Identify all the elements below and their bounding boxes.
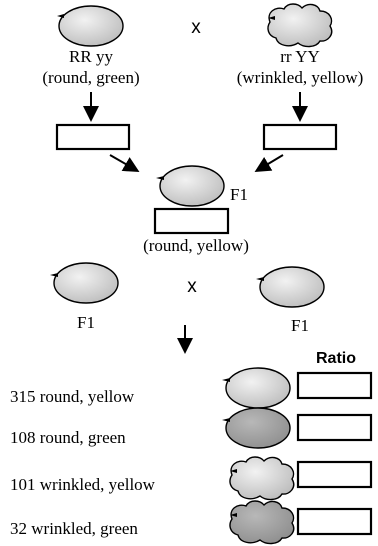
seed-hilum-icon [268,16,275,20]
f1-phenotype: (round, yellow) [143,236,249,255]
f1-cross-left-label: F1 [77,313,95,332]
parent-right-seed [267,3,333,48]
parent-left-genotype: RR yy [69,47,113,66]
gamete-box-right[interactable] [262,123,338,151]
seed-hilum-icon [222,378,230,382]
seed-hilum-icon [50,273,58,277]
parent-right-genotype: rr YY [280,47,320,66]
parent-left-seed [57,5,124,47]
f2-row-2-ratio-box[interactable] [296,413,373,442]
parent-right-phenotype: (wrinkled, yellow) [237,68,364,87]
seed-hilum-icon [57,14,64,18]
parent-cross-symbol: x [191,17,201,38]
f1-cross-right-label: F1 [291,316,309,335]
f2-row-2-seed [222,407,291,449]
f1-seed [156,165,225,207]
f1-cross-left-seed [50,262,119,304]
parent-left-phenotype: (round, green) [42,68,139,87]
seed-hilum-icon [230,469,237,473]
f2-row-2-text: 108 round, green [10,428,126,447]
f1-cross-symbol: x [187,276,197,297]
seed-hilum-icon [256,277,264,281]
seed-hilum-icon [156,176,164,180]
seed-hilum-icon [222,418,230,422]
ratio-header: Ratio [316,350,356,367]
f1-label: F1 [230,185,248,204]
f2-row-1-text: 315 round, yellow [10,387,135,406]
gamete-box-left[interactable] [55,123,131,151]
f2-row-4-text: 32 wrinkled, green [10,519,138,538]
f1-cross-right-seed [256,266,325,308]
arrow-right-diagonal-icon [254,154,284,173]
f2-row-1-ratio-box[interactable] [296,371,373,400]
f2-row-3-seed [229,456,295,501]
arrow-left-diagonal-icon [109,154,140,172]
f1-genotype-box[interactable] [153,207,230,235]
f2-row-4-ratio-box[interactable] [296,507,373,536]
f2-row-1-seed [222,367,291,409]
f2-row-4-seed [229,500,295,545]
f2-row-3-text: 101 wrinkled, yellow [10,475,156,494]
seed-hilum-icon [230,513,237,517]
f2-row-3-ratio-box[interactable] [296,460,373,489]
